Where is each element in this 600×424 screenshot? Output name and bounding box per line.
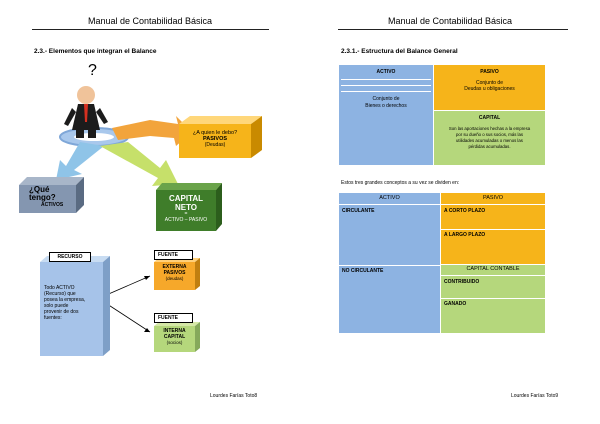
top-capital-label: CAPITAL xyxy=(478,115,501,121)
recurso-line-4: solo puede xyxy=(44,303,69,309)
question-mark: ? xyxy=(88,62,97,79)
fuente-externa-l2: PASIVOS xyxy=(163,270,186,276)
fuente-interna-l2: CAPITAL xyxy=(163,334,186,340)
bottom-activo-column xyxy=(339,193,440,333)
corto-plazo-cell xyxy=(441,205,545,229)
top-pasivo-label: PASIVO xyxy=(480,69,499,75)
recurso-line-5: provenir de dos xyxy=(44,309,79,315)
fuente-interna-l1: INTERNA xyxy=(163,328,186,334)
fuente-interna-label: FUENTE xyxy=(154,313,193,323)
bottom-pasivo-header: PASIVO xyxy=(482,195,504,201)
right-footer: Lourdes Farías Toto9 xyxy=(511,393,559,399)
recurso-label: RECURSO xyxy=(49,252,91,262)
top-pasivo-text-1: Conjunto de xyxy=(476,80,503,86)
fuente-externa-l1: EXTERNA xyxy=(162,264,187,270)
corto-plazo-label: A CORTO PLAZO xyxy=(444,208,486,214)
capital-formula: ACTIVO – PASIVO xyxy=(164,217,208,223)
top-activo-cell: ACTIVO Conjunto de Bienes o derechos xyxy=(339,65,433,165)
recurso-line-1: Todo ACTIVO xyxy=(44,285,75,291)
ganado-label: GANADO xyxy=(444,301,467,307)
contribuido-label: CONTRIBUIDO xyxy=(444,279,480,285)
largo-plazo-label: A LARGO PLAZO xyxy=(444,232,486,238)
connector-line-top xyxy=(103,275,151,297)
no-circulante-label: NO CIRCULANTE xyxy=(342,268,384,274)
arrow-to-pasivos xyxy=(112,116,192,146)
recurso-box xyxy=(40,262,103,356)
fuente-interna-box: INTERNA CAPITAL (socios) xyxy=(154,326,195,352)
bottom-activo-header: ACTIVO xyxy=(379,195,400,201)
ganado-cell xyxy=(441,299,545,333)
pasivos-box: ¿A quien le debo? PASIVOS (Deudas) xyxy=(179,124,251,158)
balance-classification: ACTIVO CIRCULANTE NO CIRCULANTE PASIVO A… xyxy=(339,193,545,333)
fuente-interna-l3: (socios) xyxy=(166,340,183,345)
top-pasivo-cell: PASIVO Conjunto de Deudas u obligaciones xyxy=(434,65,545,110)
businessman-figure xyxy=(64,86,108,138)
fuente-externa-l3: (deudas) xyxy=(165,276,184,281)
pasivos-question: ¿A quien le debo? xyxy=(192,130,238,136)
recurso-text: Todo ACTIVO (Recurso) que posea la empre… xyxy=(44,285,102,321)
top-capital-text-3: utilidades acumuladas o menos las xyxy=(456,138,523,143)
capital-contable-header: CAPITAL CONTABLE xyxy=(466,266,520,272)
pasivos-sub: (Deudas) xyxy=(204,142,226,148)
top-activo-label: ACTIVO xyxy=(376,69,396,75)
recurso-line-6: fuentes: xyxy=(44,315,62,321)
capital-neto-box: CAPITAL NETO = ACTIVO – PASIVO xyxy=(156,190,216,231)
right-page-header: Manual de Contabilidad Básica xyxy=(387,16,513,26)
top-capital-text-1: Son las aportaciones hechas a la empresa xyxy=(448,126,531,131)
right-page: Manual de Contabilidad Básica 2.3.1.- Es… xyxy=(300,0,600,424)
balance-structure-top: ACTIVO Conjunto de Bienes o derechos PAS… xyxy=(339,65,545,165)
left-section-title: 2.3.- Elementos que integran el Balance xyxy=(34,48,157,55)
recurso-line-2: (Recurso) que xyxy=(44,291,76,297)
activos-question: ¿Qué tengo? xyxy=(29,185,56,202)
bottom-pasivo-header-cell xyxy=(441,193,545,204)
top-capital-text-4: pérdidas acumuladas. xyxy=(468,144,511,149)
contribuido-cell xyxy=(441,276,545,298)
top-capital-text-2: por su dueño o sus socios, más las xyxy=(455,132,524,137)
left-footer: Lourdes Farías Toto8 xyxy=(210,393,258,399)
top-capital-cell: CAPITAL Son las aportaciones hechas a la… xyxy=(434,111,545,165)
connector-line-bottom xyxy=(103,301,151,333)
activos-box: ¿Qué tengo? ACTIVOS xyxy=(19,185,76,213)
capital-eq: = xyxy=(184,211,188,217)
arrow-to-activos xyxy=(56,142,104,180)
capital-title-line2: NETO xyxy=(174,203,198,212)
top-activo-text-2: Bienes o derechos xyxy=(365,103,407,109)
fuente-externa-label: FUENTE xyxy=(154,250,193,260)
circulante-label: CIRCULANTE xyxy=(342,208,375,214)
right-header-rule xyxy=(338,29,568,30)
pasivos-title: PASIVOS xyxy=(202,136,228,142)
recurso-line-3: posea la empresa, xyxy=(44,297,86,303)
right-section-title: 2.3.1.- Estructura del Balance General xyxy=(341,48,458,55)
capital-contable-header-cell xyxy=(441,265,545,275)
left-header-rule xyxy=(32,29,269,30)
capital-title-line1: CAPITAL xyxy=(168,194,204,203)
left-page: Manual de Contabilidad Básica 2.3.- Elem… xyxy=(19,16,269,399)
top-activo-text-1: Conjunto de xyxy=(372,96,400,102)
intro-text: Estos tres grandes conceptos a su vez se… xyxy=(341,180,460,186)
left-page-header: Manual de Contabilidad Básica xyxy=(87,16,213,26)
activos-title: ACTIVOS xyxy=(41,202,64,208)
largo-plazo-cell xyxy=(441,230,545,264)
fuente-externa-box: EXTERNA PASIVOS (deudas) xyxy=(154,262,195,290)
arrow-to-capital xyxy=(100,142,178,186)
top-pasivo-text-2: Deudas u obligaciones xyxy=(464,86,515,92)
balance-diagram-graphic xyxy=(19,86,262,356)
